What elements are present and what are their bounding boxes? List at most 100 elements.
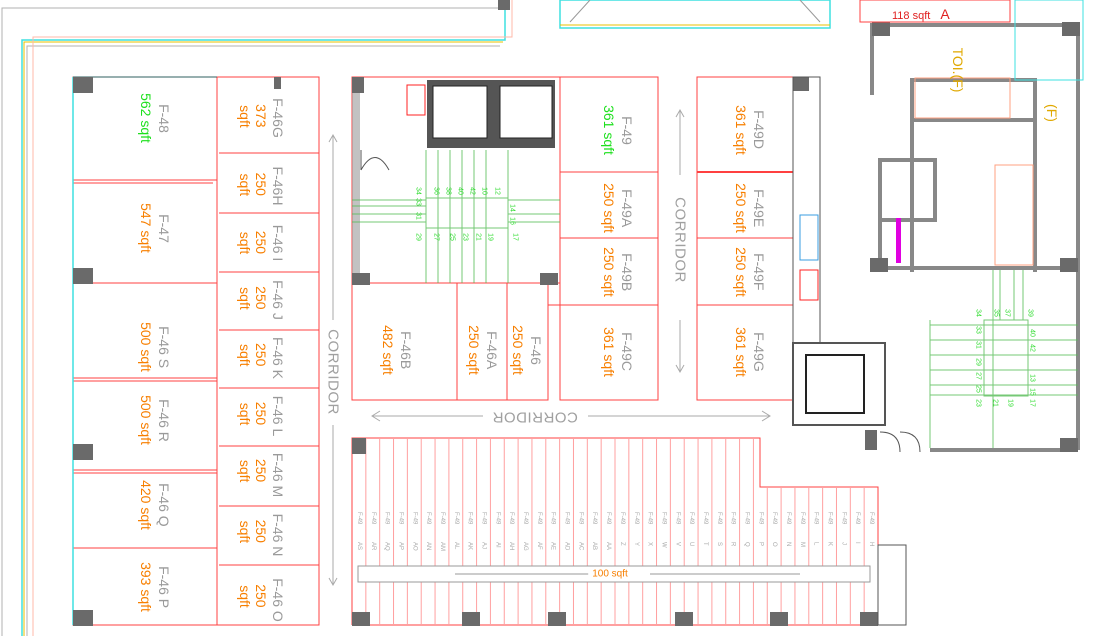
- unit-area: 500 sqft: [138, 395, 154, 445]
- stall-label[interactable]: X: [646, 542, 653, 547]
- stair-step-number: 38: [444, 187, 452, 195]
- stair-step-number: 14: [508, 204, 516, 212]
- stall-label[interactable]: AB: [591, 542, 598, 551]
- stall-label[interactable]: P: [757, 542, 764, 547]
- stair-step-number: 10: [480, 187, 488, 195]
- stall-label[interactable]: Z: [618, 542, 625, 546]
- stair-step-number: 37: [1003, 309, 1011, 317]
- stall-label[interactable]: AD: [563, 542, 570, 551]
- unit-area: 250 sqft: [601, 183, 617, 233]
- stall-label[interactable]: Y: [632, 542, 639, 547]
- stall-label[interactable]: AC: [577, 542, 584, 551]
- stall-label[interactable]: O: [771, 542, 778, 547]
- unit-area: 250 sqft: [733, 247, 749, 297]
- stall-label[interactable]: K: [826, 542, 833, 547]
- stair-step-number: 12: [493, 187, 501, 195]
- stall-label[interactable]: I: [854, 542, 861, 544]
- unit-area: 250 sqft: [237, 343, 269, 367]
- unit-name: F-49G: [751, 332, 767, 372]
- stall-label[interactable]: R: [729, 542, 736, 547]
- stall-label[interactable]: AN: [425, 542, 432, 551]
- unit-name: F-46 L: [270, 395, 286, 437]
- stall-label[interactable]: AI: [494, 542, 501, 548]
- stall-prefix: F-49: [798, 512, 805, 525]
- unit-area: 250 sqft: [601, 247, 617, 297]
- stair-step-number: 27: [432, 233, 440, 241]
- unit-area: 250 sqft: [237, 402, 269, 426]
- unit-name: F-49B: [619, 252, 635, 292]
- stair-step-number: 29: [974, 358, 982, 366]
- unit-area: 250 sqft: [510, 325, 526, 375]
- stall-label[interactable]: AH: [508, 542, 515, 551]
- stall-label[interactable]: AE: [549, 542, 556, 551]
- stall-label[interactable]: AA: [605, 542, 612, 551]
- stall-label[interactable]: AL: [452, 542, 459, 550]
- stall-label[interactable]: U: [688, 542, 695, 547]
- stall-prefix: F-49: [674, 512, 681, 525]
- stall-label[interactable]: N: [785, 542, 792, 547]
- stair-step-number: 33: [414, 198, 422, 206]
- stall-prefix: F-49: [743, 512, 750, 525]
- stall-prefix: F-49: [868, 512, 875, 525]
- stall-label[interactable]: Q: [743, 542, 750, 547]
- stall-label[interactable]: AO: [411, 542, 418, 551]
- stall-prefix: F-49: [591, 512, 598, 525]
- stair-step-number: 27: [974, 372, 982, 380]
- stall-label[interactable]: AF: [535, 542, 542, 550]
- stall-label[interactable]: AK: [466, 542, 473, 551]
- stall-label[interactable]: AS: [355, 542, 362, 551]
- stall-label[interactable]: J: [840, 542, 847, 545]
- unit-area: 482 sqft: [380, 325, 396, 375]
- stall-label[interactable]: AP: [397, 542, 404, 551]
- stall-prefix: F-49: [812, 512, 819, 525]
- stall-label[interactable]: AM: [438, 542, 445, 551]
- unit-name: F-46 J: [270, 280, 286, 320]
- stall-label[interactable]: W: [660, 542, 667, 548]
- unit-name: F-49A: [619, 188, 635, 228]
- stall-label[interactable]: V: [674, 542, 681, 547]
- stall-label[interactable]: M: [798, 542, 805, 547]
- stall-label[interactable]: T: [701, 542, 708, 546]
- stall-label[interactable]: L: [812, 542, 819, 546]
- stall-label[interactable]: AG: [522, 542, 529, 551]
- stall-label[interactable]: AJ: [480, 542, 487, 550]
- stall-label[interactable]: AQ: [383, 542, 390, 551]
- stall-prefix: F-49: [785, 512, 792, 525]
- unit-name: F-46 O: [270, 578, 286, 622]
- unit-name: F-48: [156, 103, 172, 133]
- stall-label[interactable]: S: [715, 542, 722, 547]
- stall-label[interactable]: H: [868, 542, 875, 547]
- stair-step-number: 34: [414, 187, 422, 195]
- stall-label[interactable]: AR: [369, 542, 376, 551]
- unit-area: 250 sqft: [466, 325, 482, 375]
